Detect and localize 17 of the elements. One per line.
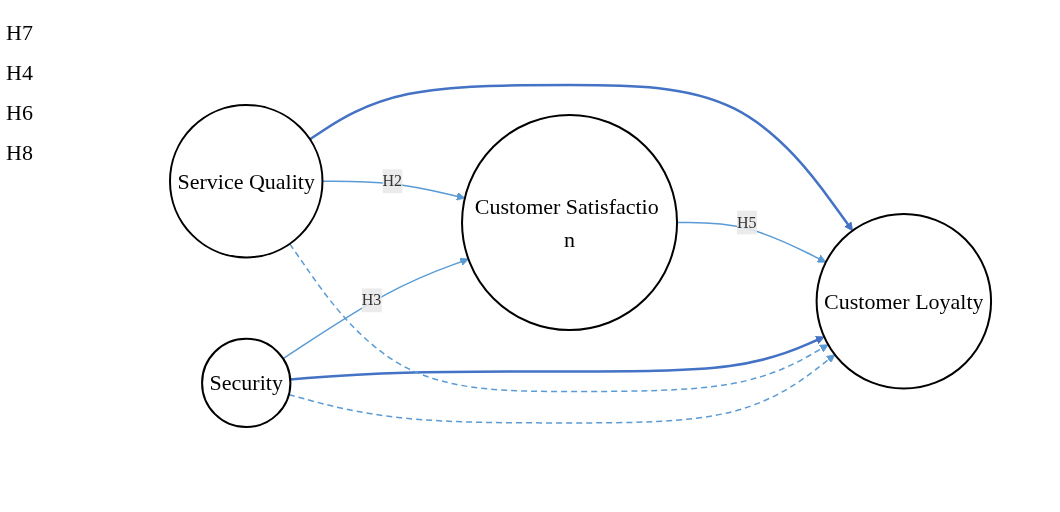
arrow <box>282 257 470 360</box>
arrow <box>309 83 854 231</box>
node-circle: Customer Loyalty <box>816 213 993 390</box>
edge-label: H2 <box>382 172 403 190</box>
arrow <box>289 243 830 393</box>
node-circle: Security <box>201 337 292 429</box>
arrow <box>322 180 466 201</box>
hypothesis-label: H6 <box>6 100 34 126</box>
hypothesis-label: H4 <box>6 60 34 86</box>
node-circle: Customer Satisfactio n <box>461 113 679 331</box>
edge-label: H3 <box>362 291 382 309</box>
hypothesis-label: H8 <box>6 140 34 166</box>
arrow <box>288 354 836 424</box>
edge-label: H5 <box>737 213 758 231</box>
hypothesis-label: H7 <box>6 20 34 46</box>
node-circle: Service Quality <box>169 103 324 259</box>
arrow <box>290 336 826 381</box>
